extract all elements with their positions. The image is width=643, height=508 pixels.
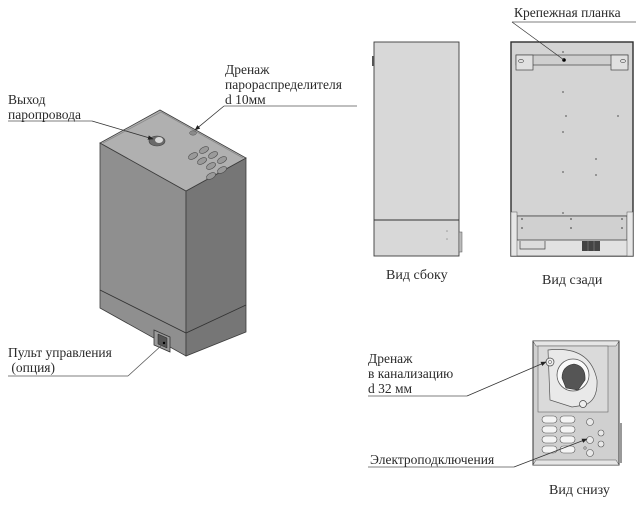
control-panel [153,329,171,353]
side-view [372,41,463,257]
bottom-view [368,340,622,468]
label-mounting-bracket: Крепежная планка [514,5,621,20]
label-steam-outlet-line1: Выход [8,92,46,107]
rear-pipe [582,241,600,251]
distributor-drain-hole [189,130,197,136]
mounting-bracket [515,54,629,71]
iso-side-face [185,157,247,357]
label-electrical-connections: Электроподключения [370,452,495,467]
side-view-body [373,41,460,257]
isometric-view [8,105,357,377]
caption-rear-view: Вид сзади [542,273,603,288]
rear-screws [562,51,619,214]
label-control-panel-line1: Пульт управления [8,345,112,360]
label-steam-outlet: Выход паропровода [8,92,81,122]
label-control-panel: Пульт управления (опция) [8,345,112,375]
caption-bottom-view: Вид снизу [549,483,610,498]
label-sewer-drain: Дренаж в канализацию d 32 мм [368,351,453,396]
label-sewer-drain-line3: d 32 мм [368,381,413,396]
label-distributor-drain-line1: Дренаж [225,62,270,77]
iso-top-face [99,109,247,192]
label-distributor-drain-line3: d 10мм [225,92,266,107]
sewer-drain-port [545,357,555,367]
cable-gland-holes [188,146,227,180]
label-distributor-drain: Дренаж парораспределителя d 10мм [225,62,342,107]
label-distributor-drain-line2: парораспределителя [225,77,342,92]
rear-view [510,21,636,257]
iso-base-seam [99,289,247,334]
label-control-panel-line2: (опция) [8,360,55,375]
label-sewer-drain-line1: Дренаж [368,351,413,366]
caption-side-view: Вид сбоку [386,268,448,283]
label-sewer-drain-line2: в канализацию [368,366,454,381]
label-steam-outlet-line2: паропровода [8,107,81,122]
